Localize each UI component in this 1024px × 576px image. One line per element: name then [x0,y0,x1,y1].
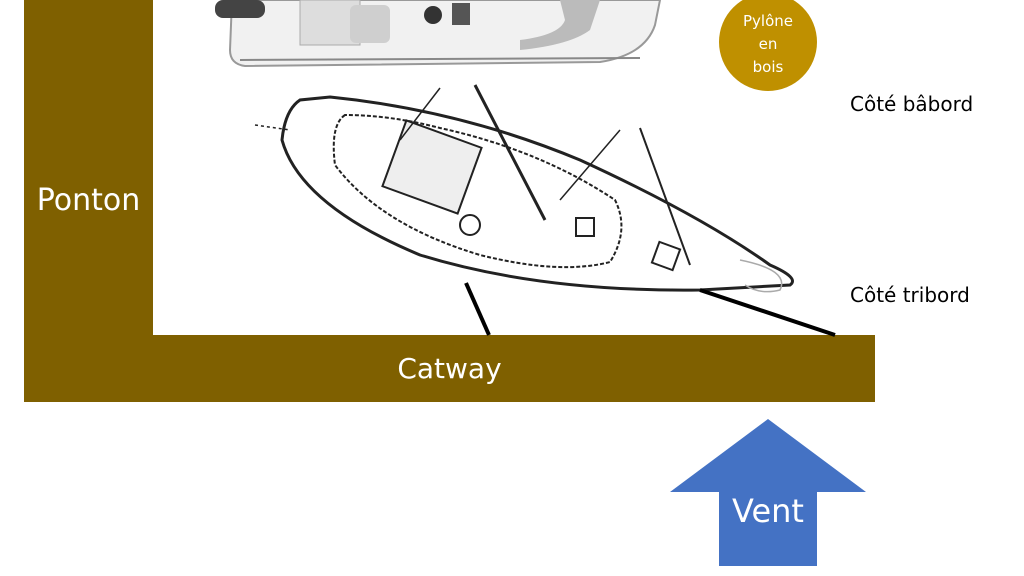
catway-dock [24,335,875,402]
pylone-label-line: Pylône [742,12,793,30]
sailboat-illustration [254,84,794,293]
pylone-label: Pylône en bois [719,10,817,79]
mooring-line-bow [699,288,836,337]
ponton-label: Ponton [36,183,141,218]
vent-label: Vent [732,492,804,530]
tribord-label: Côté tribord [850,283,970,307]
mooring-line-mid [464,282,491,336]
babord-label: Côté bâbord [850,92,974,116]
pylone-label-line: en [758,35,778,53]
catway-label: Catway [397,352,502,385]
wind-arrow [670,419,866,566]
pylone-bois [719,0,817,91]
pylone-label-line: bois [752,58,784,76]
motorboat-illustration [215,0,662,68]
